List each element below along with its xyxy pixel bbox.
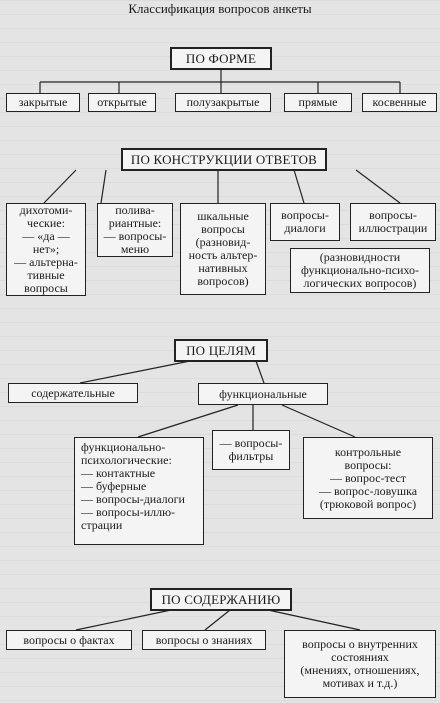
connector xyxy=(267,609,361,631)
box-label: вопросы- иллюстрации xyxy=(358,208,428,235)
connector xyxy=(204,609,231,631)
box-label: вопросы- диалоги xyxy=(281,208,329,235)
goals-content-box: содержательные xyxy=(8,383,138,403)
connector xyxy=(255,360,265,384)
heading-by-goals: ПО ЦЕЛЯМ xyxy=(174,339,268,362)
goals-functional-box: функциональные xyxy=(198,383,328,405)
goals-psychological-box: функционально- психологические: — контак… xyxy=(74,437,204,545)
connector xyxy=(293,169,305,204)
content-facts-box: вопросы о фактах xyxy=(6,630,132,650)
goals-filter-box: — вопросы- фильтры xyxy=(212,430,290,470)
box-label: косвенные xyxy=(372,95,427,109)
content-internal-states-box: вопросы о внутренних состояниях (мнениях… xyxy=(284,630,436,698)
box-label: вопросы о фактах xyxy=(23,632,115,647)
connector xyxy=(137,404,239,438)
box-label: вопросы о знаниях xyxy=(155,632,253,647)
construction-scale-box: шкальные вопросы (разновид- ность альтер… xyxy=(180,203,266,295)
form-semiclosed-box: полузакрытые xyxy=(175,93,271,112)
box-label: содержательные xyxy=(31,385,115,400)
form-closed-box: закрытые xyxy=(6,93,80,112)
heading-by-content: ПО СОДЕРЖАНИЮ xyxy=(150,588,292,611)
connector xyxy=(75,609,172,631)
form-direct-box: прямые xyxy=(284,93,352,112)
form-indirect-box: косвенные xyxy=(362,93,437,112)
construction-illustration-box: вопросы- иллюстрации xyxy=(350,203,436,241)
heading-by-construction: ПО КОНСТРУКЦИИ ОТВЕТОВ xyxy=(121,148,327,171)
box-label: полива- риантные: — вопросы- меню xyxy=(103,203,167,256)
heading-label: ПО СОДЕРЖАНИЮ xyxy=(161,592,281,607)
construction-dichotomic-box: дихотоми- ческие: — «да — нет»; — альтер… xyxy=(6,203,86,296)
construction-note-box: (разновидности функционально-психо- логи… xyxy=(290,248,430,293)
box-label: полузакрытые xyxy=(186,95,260,109)
form-open-box: открытые xyxy=(88,93,156,112)
box-label: функционально- психологические: — контак… xyxy=(81,440,185,532)
connector xyxy=(281,404,356,438)
goals-control-box: контрольные вопросы: — вопрос-тест — воп… xyxy=(303,437,433,519)
box-label: — вопросы- фильтры xyxy=(219,436,283,463)
heading-label: ПО ЦЕЛЯМ xyxy=(186,343,256,358)
heading-label: ПО ФОРМЕ xyxy=(185,51,257,66)
box-label: открытые xyxy=(97,95,147,109)
connector xyxy=(79,360,191,384)
box-label: прямые xyxy=(298,95,338,109)
box-label: дихотоми- ческие: — «да — нет»; — альтер… xyxy=(14,203,78,295)
heading-label: ПО КОНСТРУКЦИИ ОТВЕТОВ xyxy=(130,152,318,167)
box-label: шкальные вопросы (разновид- ность альтер… xyxy=(188,209,258,288)
box-label: функциональные xyxy=(219,386,307,401)
construction-polyvariant-box: полива- риантные: — вопросы- меню xyxy=(97,203,173,257)
box-label: контрольные вопросы: — вопрос-тест — воп… xyxy=(318,444,418,511)
content-knowledge-box: вопросы о знаниях xyxy=(142,630,266,650)
box-label: закрытые xyxy=(18,95,68,109)
diagram-title: Классификация вопросов анкеты xyxy=(128,1,312,16)
construction-dialog-box: вопросы- диалоги xyxy=(270,203,340,241)
connector xyxy=(355,169,401,204)
heading-by-form: ПО ФОРМЕ xyxy=(170,47,272,70)
connector xyxy=(100,169,107,204)
box-label: вопросы о внутренних состояниях (мнениях… xyxy=(300,637,420,690)
connector xyxy=(43,169,77,204)
box-label: (разновидности функционально-психо- логи… xyxy=(300,250,419,290)
